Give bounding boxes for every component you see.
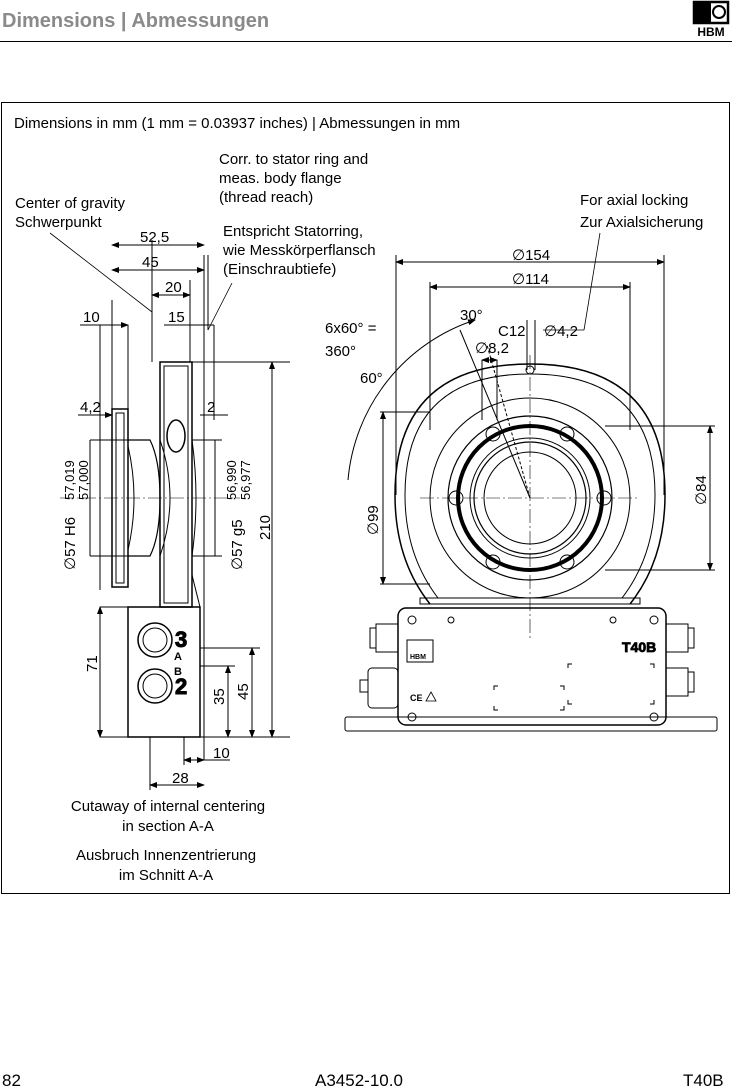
- dim-4-2: 4,2: [80, 399, 101, 416]
- ce-warning-icon: CE: [410, 691, 437, 703]
- dim-4-2-front: ∅4,2: [544, 323, 578, 340]
- footer-product: T40B: [683, 1071, 724, 1090]
- page-title: Dimensions | Abmessungen: [2, 10, 270, 32]
- dim-g5-upper: 56,990: [224, 460, 239, 500]
- label-cutaway-2: in section A-A: [122, 818, 214, 835]
- dim-g5-lower: 56,977: [238, 460, 253, 500]
- dim-52-5: 52,5: [140, 229, 169, 246]
- dim-28: 28: [172, 770, 189, 787]
- housing-model: T40B: [622, 639, 656, 655]
- dim-c12: C12: [498, 323, 526, 340]
- label-axial-en: For axial locking: [580, 192, 688, 209]
- connector-label-3: 3: [175, 627, 187, 652]
- svg-text:CE: CE: [410, 693, 423, 703]
- side-view: [60, 240, 290, 790]
- dim-20: 20: [165, 279, 182, 296]
- dim-30-deg: 30°: [460, 307, 483, 324]
- dim-6x60: 6x60° =: [325, 320, 377, 337]
- dim-10-bottom: 10: [213, 745, 230, 762]
- front-view: [344, 255, 718, 732]
- drawing-caption: Dimensions in mm (1 mm = 0.03937 inches)…: [14, 115, 461, 132]
- dim-60-deg: 60°: [360, 370, 383, 387]
- svg-text:HBM: HBM: [697, 25, 724, 38]
- housing-logo-text: HBM: [410, 654, 426, 661]
- connector-label-a: A: [174, 651, 182, 663]
- dim-154: ∅154: [512, 247, 550, 264]
- dim-84: ∅84: [693, 475, 710, 505]
- dim-360: 360°: [325, 343, 356, 360]
- label-center-gravity-de: Schwerpunkt: [15, 214, 103, 231]
- connector-label-2: 2: [175, 674, 187, 699]
- dim-g5: ∅57 g5: [229, 519, 246, 570]
- header-rule: [0, 41, 732, 42]
- dim-45-top: 45: [142, 254, 159, 271]
- dim-2: 2: [207, 399, 215, 416]
- dim-45-bottom: 45: [235, 683, 252, 700]
- dim-71: 71: [84, 655, 101, 672]
- label-ent-1: Entspricht Statorring,: [223, 223, 363, 240]
- label-ausbruch-2: im Schnitt A-A: [119, 867, 213, 884]
- dim-99: ∅99: [365, 505, 382, 535]
- dim-210: 210: [257, 515, 274, 540]
- label-ent-3: (Einschraubtiefe): [223, 261, 336, 278]
- dim-h6: ∅57 H6: [62, 517, 79, 570]
- footer-page-number: 82: [2, 1071, 21, 1090]
- dim-8-2: ∅8,2: [475, 340, 509, 357]
- dim-15: 15: [168, 309, 185, 326]
- dim-114: ∅114: [512, 271, 549, 288]
- connector-label-b: B: [174, 666, 182, 678]
- dim-h6-upper: 57,019: [62, 460, 77, 500]
- label-cutaway-1: Cutaway of internal centering: [71, 798, 265, 815]
- label-corr-3: (thread reach): [219, 189, 313, 206]
- label-axial-de: Zur Axialsicherung: [580, 214, 703, 231]
- dim-35: 35: [211, 688, 228, 705]
- label-center-gravity-en: Center of gravity: [15, 195, 126, 212]
- label-ent-2: wie Messkörperflansch: [222, 242, 376, 259]
- label-corr-2: meas. body flange: [219, 170, 342, 187]
- footer-doc-number: A3452-10.0: [315, 1071, 403, 1090]
- dim-h6-lower: 57,000: [76, 460, 91, 500]
- label-ausbruch-1: Ausbruch Innenzentrierung: [76, 847, 256, 864]
- label-corr-1: Corr. to stator ring and: [219, 151, 368, 168]
- dim-10-top: 10: [83, 309, 100, 326]
- hbm-logo: HBM: [692, 0, 730, 38]
- drawing-frame: [1, 102, 730, 894]
